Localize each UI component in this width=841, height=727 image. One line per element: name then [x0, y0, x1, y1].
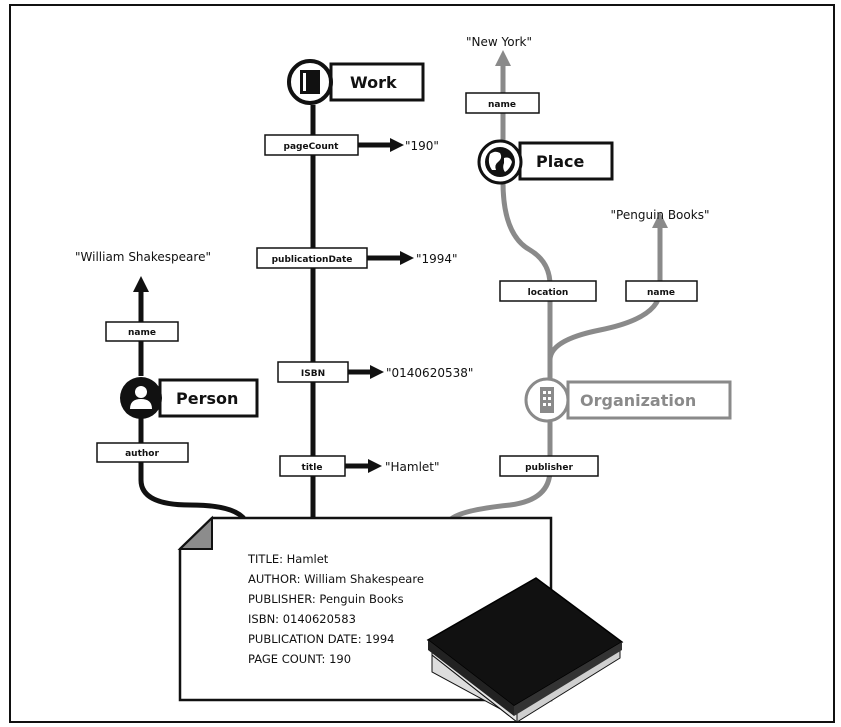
arrowhead	[390, 138, 404, 152]
place-name-value: "New York"	[466, 35, 532, 49]
pubdate-value: "1994"	[416, 252, 458, 266]
doc-line-pubdate: PUBLICATION DATE: 1994	[248, 632, 395, 646]
place-label: Place	[536, 152, 584, 171]
arrowhead	[652, 212, 668, 228]
prop-place-name: name	[465, 92, 540, 114]
prop-org-name: name	[625, 280, 698, 302]
person-label: Person	[176, 389, 238, 408]
title-value: "Hamlet"	[385, 460, 440, 474]
prop-pubdate: publicationDate	[256, 247, 368, 269]
person-name-label: name	[128, 328, 156, 338]
doc-line-pagecount: PAGE COUNT: 190	[248, 652, 351, 666]
pagecount-label: pageCount	[284, 142, 340, 152]
prop-publisher: publisher	[499, 455, 599, 477]
doc-line-author: AUTHOR: William Shakespeare	[248, 572, 424, 586]
arrowhead	[400, 251, 414, 265]
work-label: Work	[350, 73, 397, 92]
org-name-value: "Penguin Books"	[611, 208, 710, 222]
prop-title: title	[279, 455, 346, 477]
author-label: author	[125, 449, 159, 459]
book-icon-illustration	[426, 577, 624, 724]
book-icon	[300, 70, 320, 94]
user-icon	[130, 386, 152, 409]
isbn-value: "0140620538"	[386, 366, 473, 380]
pubdate-label: publicationDate	[272, 255, 353, 265]
organization-label: Organization	[580, 391, 696, 410]
location-label: location	[528, 288, 569, 298]
prop-location: location	[499, 280, 597, 302]
isbn-label: ISBN	[301, 369, 325, 379]
publisher-label: publisher	[525, 463, 573, 473]
person-node: Person	[120, 377, 259, 419]
organization-node: Organization	[524, 377, 732, 423]
place-name-label: name	[488, 100, 516, 110]
document-fold	[177, 515, 213, 550]
globe-icon	[485, 147, 515, 177]
arrowhead	[133, 276, 149, 292]
work-node: Work	[287, 59, 425, 105]
doc-line-title: TITLE: Hamlet	[247, 552, 329, 566]
place-node: Place	[477, 139, 614, 185]
arrowhead	[495, 50, 511, 66]
title-label: title	[302, 463, 323, 473]
doc-line-isbn: ISBN: 0140620583	[248, 612, 356, 626]
location-line	[500, 181, 553, 380]
author-line	[138, 418, 248, 522]
building-icon	[540, 387, 554, 413]
prop-pagecount: pageCount	[264, 134, 359, 156]
work-person-connectors	[138, 105, 402, 522]
person-name-value: "William Shakespeare"	[75, 250, 211, 264]
prop-person-name: name	[105, 321, 179, 342]
doc-line-publisher: PUBLISHER: Penguin Books	[248, 592, 404, 606]
arrowhead	[370, 365, 384, 379]
org-name-label: name	[647, 288, 675, 298]
prop-isbn: ISBN	[277, 361, 349, 383]
arrowhead	[368, 459, 382, 473]
prop-author: author	[96, 442, 189, 463]
pagecount-value: "190"	[405, 139, 439, 153]
publisher-line	[448, 420, 553, 522]
